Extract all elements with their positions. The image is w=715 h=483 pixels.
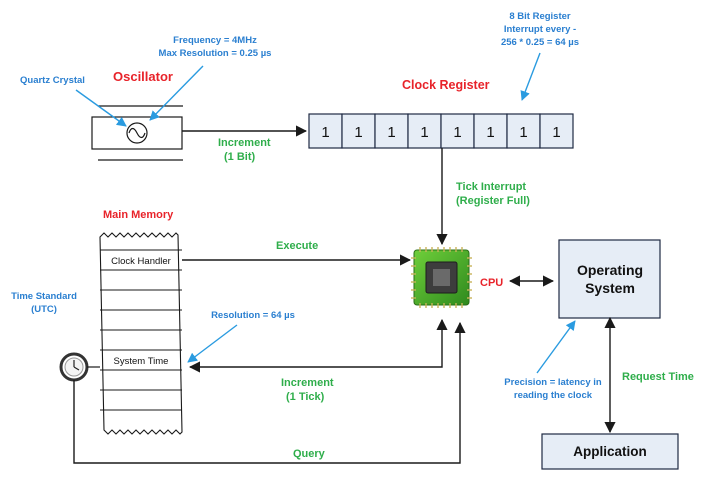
tick-interrupt-label: Tick Interrupt <box>456 181 526 193</box>
frequency-label: Frequency = 4MHz <box>173 35 257 46</box>
increment-bit-label: Increment <box>218 137 271 149</box>
query-label: Query <box>293 448 326 460</box>
system-time-cell: System Time <box>114 356 169 367</box>
increment-tick-sub-label: (1 Tick) <box>286 391 325 403</box>
oscillator-title: Oscillator <box>113 69 173 84</box>
tick-interrupt-sub-label: (Register Full) <box>456 195 530 207</box>
register-bit-2: 1 <box>354 124 362 141</box>
register-bit-5: 1 <box>453 124 461 141</box>
cpu-chip-icon <box>411 247 472 308</box>
clock-register-title: Clock Register <box>402 78 490 92</box>
increment-bit-sub-label: (1 Bit) <box>224 151 256 163</box>
clock-handler-cell: Clock Handler <box>111 256 171 267</box>
increment-tick-label: Increment <box>281 377 334 389</box>
precision-sub-label: reading the clock <box>514 390 593 401</box>
operating-system-label: Operating <box>577 262 643 278</box>
execute-label: Execute <box>276 240 318 252</box>
register-note-arrow <box>520 52 541 101</box>
resolution-label: Resolution = 64 µs <box>211 310 295 321</box>
max-resolution-label: Max Resolution = 0.25 µs <box>159 48 272 59</box>
sine-wave-icon <box>126 122 148 144</box>
application-label: Application <box>573 444 647 459</box>
register-bit-1: 1 <box>321 124 329 141</box>
time-standard-sub-label: (UTC) <box>31 304 57 315</box>
cpu-label: CPU <box>480 277 503 289</box>
precision-label: Precision = latency in <box>504 377 602 388</box>
quartz-pointer-arrow <box>75 89 127 127</box>
increment-tick-arrow <box>188 318 448 373</box>
register-note-1: 8 Bit Register <box>509 11 571 22</box>
clock-icon <box>59 352 89 382</box>
time-standard-label: Time Standard <box>11 291 77 302</box>
register-bit-4: 1 <box>420 124 428 141</box>
register-cell-6 <box>473 113 508 149</box>
request-time-label: Request Time <box>622 371 694 383</box>
register-bit-7: 1 <box>519 124 527 141</box>
operating-system-box <box>558 239 661 319</box>
register-bit-8: 1 <box>552 124 560 141</box>
register-cell-8 <box>539 113 574 149</box>
register-cell-7 <box>506 113 541 149</box>
query-arrow <box>73 321 466 464</box>
main-memory-block <box>99 232 183 435</box>
quartz-crystal-label: Quartz Crystal <box>20 75 85 86</box>
register-bit-6: 1 <box>486 124 494 141</box>
operating-system-label-2: System <box>585 280 635 296</box>
application-box <box>541 433 679 470</box>
clock-register: 1 1 1 1 1 1 1 1 <box>308 113 574 149</box>
resolution-pointer-arrow <box>187 324 238 363</box>
register-note-2: Interrupt every - <box>504 24 576 35</box>
register-note-3: 256 * 0.25 = 64 µs <box>501 37 579 48</box>
main-memory-title: Main Memory <box>103 209 174 221</box>
frequency-pointer-arrow <box>149 65 204 121</box>
register-cell-1 <box>308 113 343 149</box>
register-bit-3: 1 <box>387 124 395 141</box>
precision-pointer-arrow <box>536 320 576 374</box>
register-cell-5 <box>440 113 475 149</box>
